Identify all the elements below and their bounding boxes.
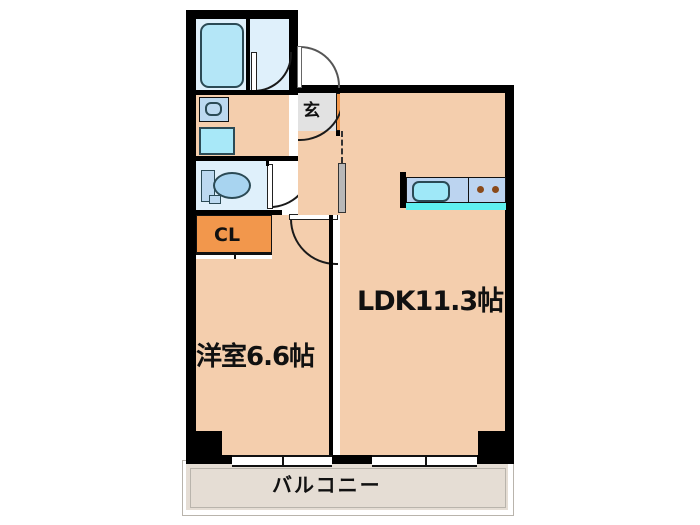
toilet-bowl: [213, 172, 251, 199]
wall-toilet-right: [266, 161, 269, 166]
entrance-door-panel: [297, 46, 302, 88]
column-bedroom-bottom-left: [196, 431, 222, 456]
washbasin-bowl: [205, 102, 222, 116]
column-ldk-bottom-right: [478, 431, 506, 456]
bedroom-label: 洋室6.6帖: [196, 342, 315, 372]
washer-space: [199, 127, 235, 155]
bath-door-panel: [251, 52, 257, 93]
bathtub: [200, 23, 244, 88]
closet-area: [196, 215, 272, 253]
bedroom-balcony-window[interactable]: [232, 455, 332, 467]
wall-top-bath: [186, 10, 298, 19]
kitchen-side-wall: [400, 172, 406, 208]
stove-burner-right: [492, 186, 499, 193]
wall-bath-divider: [246, 19, 250, 92]
wall-bedroom-right: [329, 215, 333, 455]
balcony-area: [186, 464, 508, 510]
kitchen-divider: [468, 177, 469, 203]
closet-label: CL: [214, 224, 241, 246]
ldk-sliding-door-panel[interactable]: [338, 163, 346, 213]
wall-under-bath: [196, 90, 298, 95]
ldk-area: [340, 93, 505, 455]
stove-burner-left: [477, 186, 484, 193]
kitchen-counter-edge: [406, 203, 506, 210]
wall-right-outer: [505, 85, 514, 464]
toilet-base: [209, 195, 221, 204]
bedroom-area: [196, 259, 332, 455]
ldk-label: LDK11.3帖: [357, 286, 504, 317]
wall-top-entry: [298, 85, 348, 93]
ldk-balcony-window[interactable]: [372, 455, 477, 467]
wall-under-toilet: [196, 210, 282, 215]
entrance-door-arc: [298, 46, 340, 88]
ldk-sliding-door-track: [341, 131, 343, 163]
toilet-door-panel: [267, 164, 273, 209]
wall-under-washroom: [196, 156, 298, 161]
wall-left-outer: [186, 10, 196, 464]
balcony-label: バルコニー: [272, 473, 382, 497]
wall-bath-right: [289, 10, 298, 92]
wall-top-ldk: [340, 85, 514, 94]
kitchen-sink: [412, 181, 450, 202]
balcony-outline-inner: [190, 468, 506, 508]
